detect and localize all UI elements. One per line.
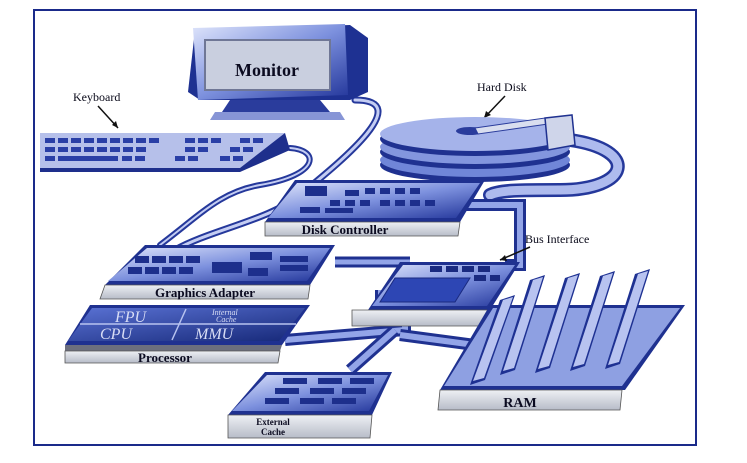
monitor: Monitor — [188, 24, 368, 120]
ram: RAM — [437, 269, 685, 411]
external-cache-label-line2: Cache — [261, 427, 285, 437]
internal-cache-label-line1: Internal — [211, 308, 239, 317]
bus-interface: Bus Interface — [351, 232, 589, 327]
ram-modules — [470, 269, 650, 385]
graphics-adapter: Graphics Adapter — [99, 245, 335, 300]
hard-disk: Hard Disk — [380, 80, 576, 182]
external-cache-label-line1: External — [256, 417, 290, 427]
bus-interface-label: Bus Interface — [525, 232, 589, 246]
external-cache: External Cache — [227, 372, 392, 439]
monitor-screen — [204, 39, 331, 91]
monitor-label: Monitor — [235, 60, 299, 80]
keyboard-keys — [45, 138, 263, 161]
hard-disk-label: Hard Disk — [477, 80, 527, 94]
disk-controller: Disk Controller — [264, 180, 485, 237]
keyboard: Keyboard — [40, 90, 290, 172]
cables — [157, 96, 625, 254]
keyboard-label: Keyboard — [73, 90, 120, 104]
fpu-label: FPU — [114, 309, 148, 326]
mmu-label: MMU — [194, 326, 235, 343]
cpu-label: CPU — [100, 326, 133, 343]
processor-label: Processor — [138, 350, 192, 365]
ram-label: RAM — [503, 396, 536, 411]
graphics-adapter-label: Graphics Adapter — [155, 285, 255, 300]
disk-controller-label: Disk Controller — [302, 222, 389, 237]
internal-cache-label-line2: Cache — [216, 315, 237, 324]
processor: FPU Internal Cache CPU MMU Processor — [64, 305, 310, 365]
